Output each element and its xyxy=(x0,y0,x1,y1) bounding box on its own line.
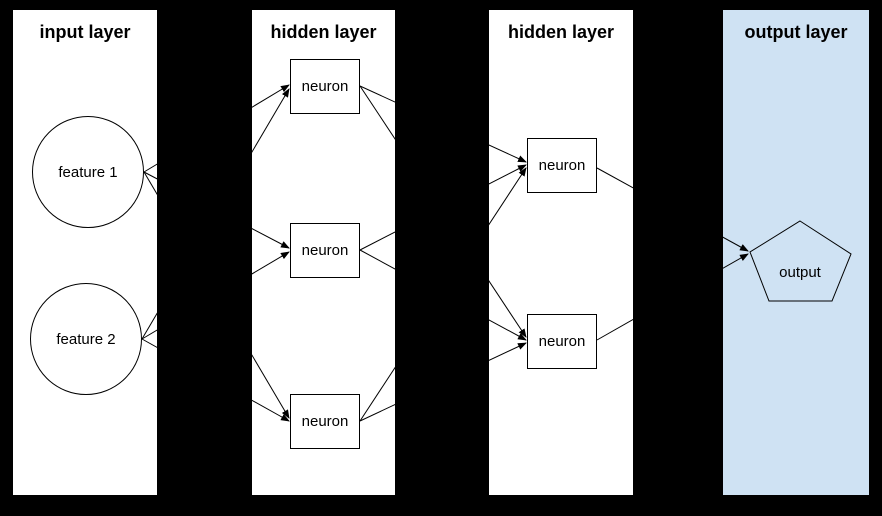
node-hidden1-neuron-3: neuron xyxy=(290,394,360,449)
edge-group xyxy=(141,84,749,422)
node-hidden1-neuron-2-label: neuron xyxy=(301,242,349,259)
node-hidden1-neuron-1: neuron xyxy=(290,59,360,114)
node-hidden2-neuron-1: neuron xyxy=(527,138,597,193)
node-hidden2-neuron-1-label: neuron xyxy=(538,157,586,174)
hidden-layer-2-title: hidden layer xyxy=(507,22,615,42)
node-hidden2-neuron-2: neuron xyxy=(527,314,597,369)
node-hidden1-neuron-2: neuron xyxy=(290,223,360,278)
node-feature-2-label: feature 2 xyxy=(56,330,116,348)
input-layer-title: input layer xyxy=(39,22,131,42)
panel-hidden-layer-2: hidden layer xyxy=(489,10,633,495)
node-feature-1-label: feature 1 xyxy=(58,163,118,181)
output-layer-title: output layer xyxy=(744,22,848,42)
panel-input-layer: input layer xyxy=(13,10,157,495)
node-hidden2-neuron-2-label: neuron xyxy=(538,333,586,350)
node-hidden1-neuron-3-label: neuron xyxy=(301,413,349,430)
node-feature-2: feature 2 xyxy=(30,283,142,395)
hidden-layer-1-title: hidden layer xyxy=(270,22,377,42)
node-hidden1-neuron-1-label: neuron xyxy=(301,78,349,95)
node-feature-1: feature 1 xyxy=(32,116,144,228)
panel-output-layer: output layer xyxy=(723,10,869,495)
